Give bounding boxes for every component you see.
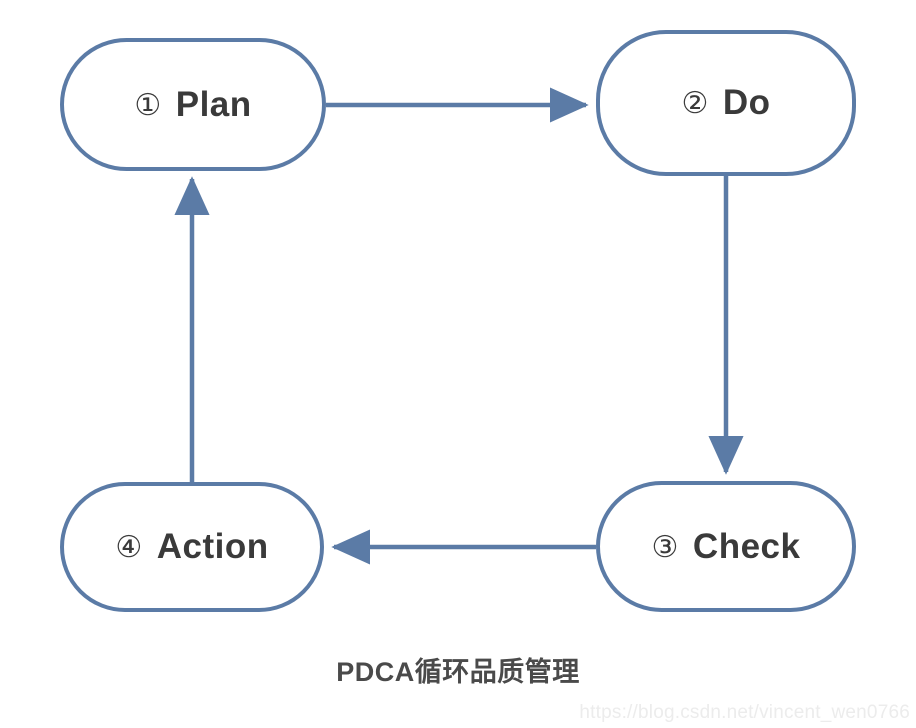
node-check[interactable]: ③ Check [596, 481, 856, 612]
node-plan[interactable]: ① Plan [60, 38, 326, 171]
watermark-text: https://blog.csdn.net/vincent_wen0766 [579, 702, 910, 723]
node-do-label: Do [722, 83, 771, 122]
node-plan-label: Plan [175, 84, 252, 124]
node-do[interactable]: ② Do [596, 30, 856, 176]
node-action-marker: ④ [115, 531, 143, 564]
node-action[interactable]: ④ Action [60, 482, 324, 612]
node-plan-marker: ① [134, 88, 162, 122]
node-check-marker: ③ [651, 530, 679, 564]
node-check-label: Check [692, 526, 801, 566]
node-do-marker: ② [681, 87, 709, 120]
diagram-caption: PDCA循环品质管理 [336, 657, 580, 687]
node-action-label: Action [156, 527, 269, 566]
